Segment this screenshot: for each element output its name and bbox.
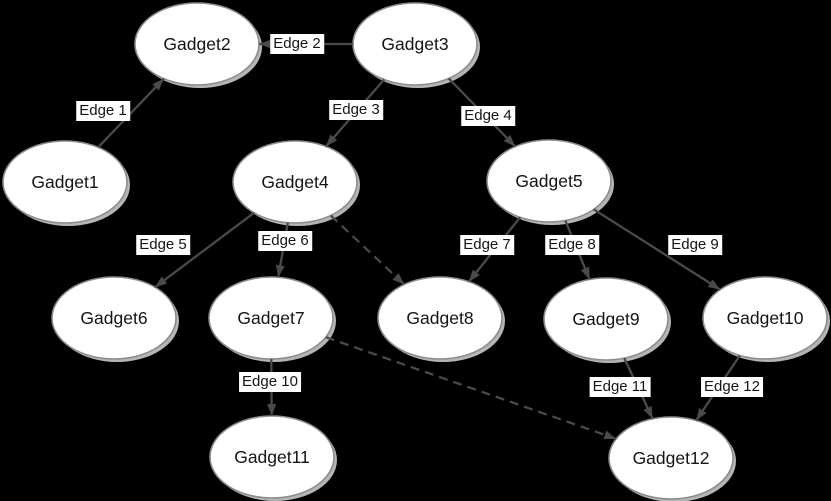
edge-gadget3-gadget5 [447,77,517,148]
node-ellipse [702,276,828,360]
node-label: Gadget8 [406,308,473,328]
edge-gadget5-gadget9 [564,220,591,280]
edge-gadget7-gadget12-dashed [325,336,617,440]
node-gadget11: Gadget11 [209,415,337,501]
node-gadget8: Gadget8 [377,276,505,362]
node-label: Gadget5 [515,171,582,191]
node-gadget9: Gadget9 [543,277,671,363]
edge-gadget5-gadget8 [467,216,522,283]
node-label: Gadget2 [163,34,230,54]
node-label: Gadget1 [31,172,98,192]
edge-gadget4-gadget8-dashed [329,214,406,286]
node-label: Gadget9 [572,309,639,329]
node-gadget5: Gadget5 [486,139,614,225]
node-gadget10: Gadget10 [702,276,830,362]
edge-gadget4-gadget6 [154,211,255,289]
node-ellipse [232,140,358,224]
node-ellipse [51,276,177,360]
edge-gadget10-gadget12 [695,354,741,422]
node-label: Gadget10 [727,308,804,328]
edge-gadget3-gadget4 [325,78,385,148]
node-ellipse [208,276,334,360]
node-gadget2: Gadget2 [134,2,262,88]
edge-gadget5-gadget10 [593,208,721,291]
node-label: Gadget12 [633,448,710,468]
node-label: Gadget4 [261,172,328,192]
node-gadget6: Gadget6 [51,276,179,362]
node-ellipse [2,140,128,224]
node-ellipse [608,416,734,500]
edge-gadget4-gadget7 [275,222,289,278]
node-label: Gadget11 [234,447,310,467]
edge-gadget9-gadget12 [623,357,654,420]
node-gadget12: Gadget12 [608,416,736,501]
node-gadget3: Gadget3 [352,2,480,88]
node-label: Gadget3 [381,34,448,54]
node-label: Gadget7 [237,308,304,328]
node-label: Gadget6 [80,308,147,328]
node-ellipse [377,276,503,360]
node-ellipse [543,277,669,361]
node-gadget4: Gadget4 [232,140,360,226]
edge-gadget1-gadget2 [97,77,165,149]
node-gadget7: Gadget7 [208,276,336,362]
node-gadget1: Gadget1 [2,140,130,226]
node-ellipse [486,139,612,223]
